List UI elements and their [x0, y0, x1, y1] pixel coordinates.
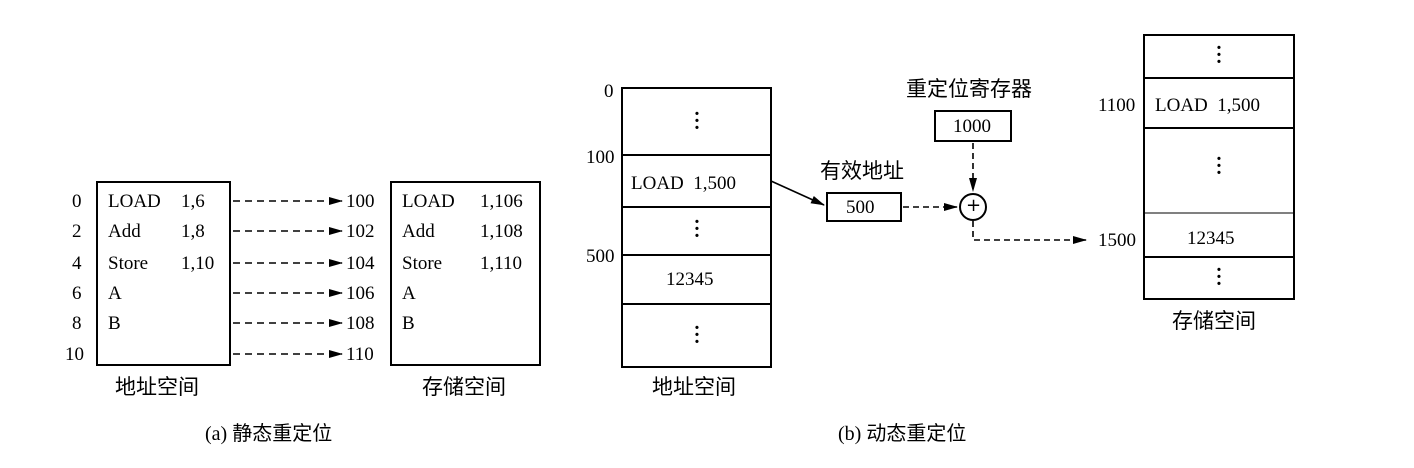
static-st-row-1-arg: 1,108: [480, 221, 523, 242]
dynamic-as-dots-1: ···: [693, 211, 701, 247]
dynamic-storage-dividers: [1144, 77, 1294, 258]
dynamic-st-dots-2: ···: [1215, 259, 1223, 295]
static-as-row-1-arg: 1,8: [181, 221, 205, 242]
dynamic-address-0: 0: [604, 81, 614, 102]
dynamic-st-dots-1: ···: [1215, 148, 1223, 184]
dynamic-storage-label: 存储空间: [1172, 309, 1256, 333]
static-address-4: 4: [72, 253, 82, 274]
dynamic-address-100: 100: [586, 147, 615, 168]
dynamic-caption: (b) 动态重定位: [838, 423, 967, 445]
static-st-row-0-arg: 1,106: [480, 191, 523, 212]
static-st-row-3-op: A: [402, 283, 416, 304]
static-mapped-104: 104: [346, 253, 375, 274]
dynamic-as-instruction: LOAD 1,500: [631, 173, 737, 194]
static-as-row-2-arg: 1,10: [181, 253, 215, 274]
static-as-row-2-op: Store: [108, 253, 149, 274]
relocation-register-box: [934, 110, 1012, 142]
dynamic-storage-address-1500: 1500: [1098, 230, 1136, 251]
dynamic-st-instruction: LOAD 1,500: [1155, 95, 1261, 116]
static-as-row-0-arg: 1,6: [181, 191, 205, 212]
static-address-0: 0: [72, 191, 82, 212]
static-address-2: 2: [72, 221, 82, 242]
static-mapped-100: 100: [346, 191, 375, 212]
relocation-register-label: 重定位寄存器: [906, 77, 1032, 101]
static-st-row-0-op: LOAD: [402, 191, 455, 212]
static-address-space-label: 地址空间: [115, 375, 199, 399]
dynamic-address-space-box: [621, 87, 772, 368]
static-address-10: 10: [65, 344, 84, 365]
static-st-row-1-op: Add: [402, 221, 435, 242]
static-address-space-box: [96, 181, 231, 366]
dynamic-address-space-dividers: [622, 154, 771, 305]
static-address-8: 8: [72, 313, 82, 334]
static-storage-label: 存储空间: [422, 375, 506, 399]
static-st-row-2-op: Store: [402, 253, 443, 274]
static-mapped-102: 102: [346, 221, 375, 242]
static-mapping-arrows: [233, 197, 343, 358]
static-as-row-1-op: Add: [108, 221, 141, 242]
static-as-row-4-op: B: [108, 313, 121, 334]
static-address-6: 6: [72, 283, 82, 304]
adder-to-storage-arrow: [972, 221, 1087, 244]
static-storage-box: [390, 181, 541, 366]
dynamic-storage-address-1100: 1100: [1098, 95, 1136, 116]
dynamic-st-dots-0: ···: [1215, 37, 1223, 73]
effective-address-box: [826, 192, 902, 222]
dynamic-as-dots-2: ···: [693, 317, 701, 353]
static-as-row-0-op: LOAD: [108, 191, 161, 212]
static-mapped-108: 108: [346, 313, 375, 334]
dynamic-as-dots-0: ···: [693, 103, 701, 139]
effective-address-value: 500: [846, 197, 875, 218]
dynamic-st-data-value: 12345: [1187, 228, 1235, 249]
dynamic-as-data-value: 12345: [666, 269, 714, 290]
static-st-row-2-arg: 1,110: [480, 253, 523, 274]
dynamic-address-space-label: 地址空间: [652, 375, 736, 399]
effective-address-label: 有效地址: [820, 159, 904, 183]
static-st-row-4-op: B: [402, 313, 415, 334]
static-as-row-3-op: A: [108, 283, 122, 304]
dynamic-address-500: 500: [586, 246, 615, 267]
static-mapped-110: 110: [346, 344, 374, 365]
instruction-to-effective-address-arrow: [770, 180, 825, 206]
adder-plus-icon: +: [966, 195, 982, 216]
static-mapped-106: 106: [346, 283, 375, 304]
relocation-register-value: 1000: [953, 116, 991, 137]
adder-circle: [959, 193, 987, 221]
static-caption: (a) 静态重定位: [205, 423, 333, 445]
